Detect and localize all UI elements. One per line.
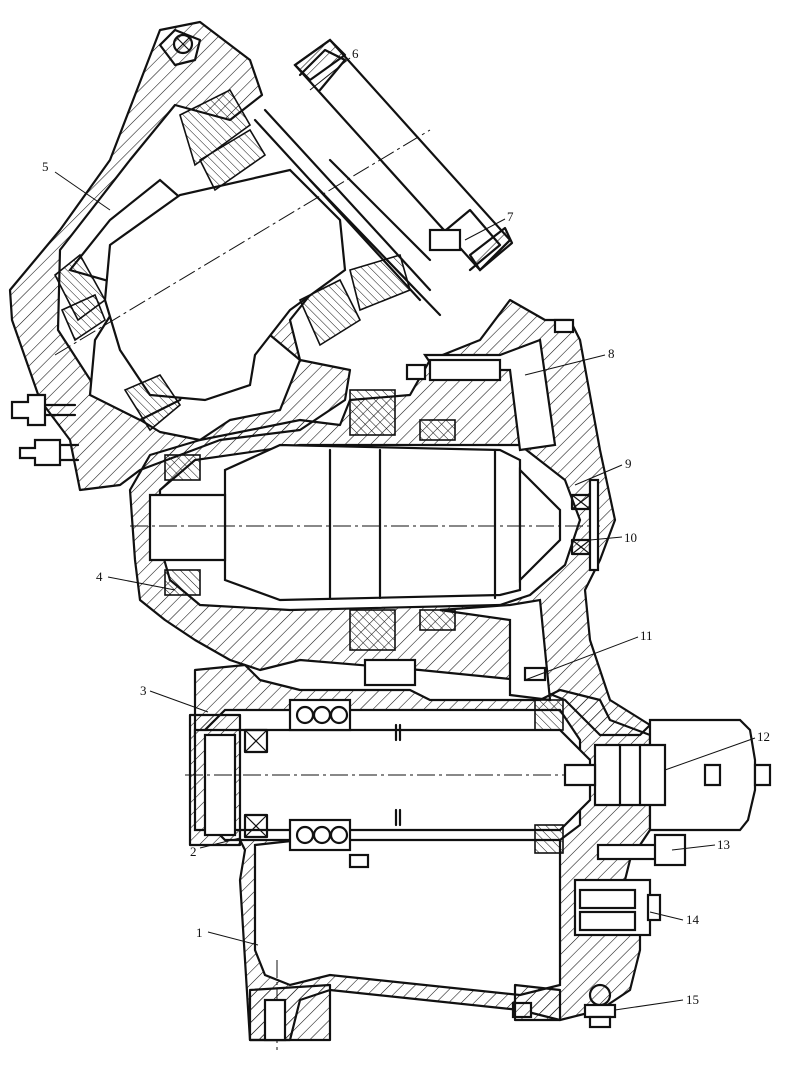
- lower-output-shaft: [185, 713, 770, 847]
- callout-4: 4: [96, 569, 103, 584]
- pulley-flange: [253, 38, 514, 317]
- callout-6: 6: [352, 46, 359, 61]
- lower-bearings: [243, 698, 564, 854]
- callout-11: 11: [640, 628, 653, 643]
- callout-5: 5: [42, 159, 49, 174]
- callout-8: 8: [608, 346, 615, 361]
- callout-7: 7: [507, 209, 514, 224]
- callout-1: 1: [196, 925, 203, 940]
- middle-drum-shaft: [130, 443, 600, 602]
- callout-14: 14: [686, 912, 700, 927]
- callout-13: 13: [717, 837, 730, 852]
- lower-housing: [193, 663, 652, 1042]
- callout-labels: 1 2 3 4 5 6 7 8 9 10 11 12 13 14 15: [42, 46, 770, 1007]
- inclined-housing: [8, 20, 352, 492]
- leader-lines: [54, 57, 756, 1011]
- upper-shaft-centerline: [54, 129, 431, 356]
- callout-12: 12: [757, 729, 770, 744]
- left-bolts: [10, 393, 80, 467]
- callout-15: 15: [686, 992, 699, 1007]
- callout-2: 2: [190, 844, 197, 859]
- callout-10: 10: [624, 530, 637, 545]
- callout-3: 3: [140, 683, 147, 698]
- middle-bearings: [164, 358, 600, 687]
- base-feet: [248, 960, 562, 1050]
- callout-9: 9: [625, 456, 632, 471]
- upper-bearings: [53, 88, 411, 432]
